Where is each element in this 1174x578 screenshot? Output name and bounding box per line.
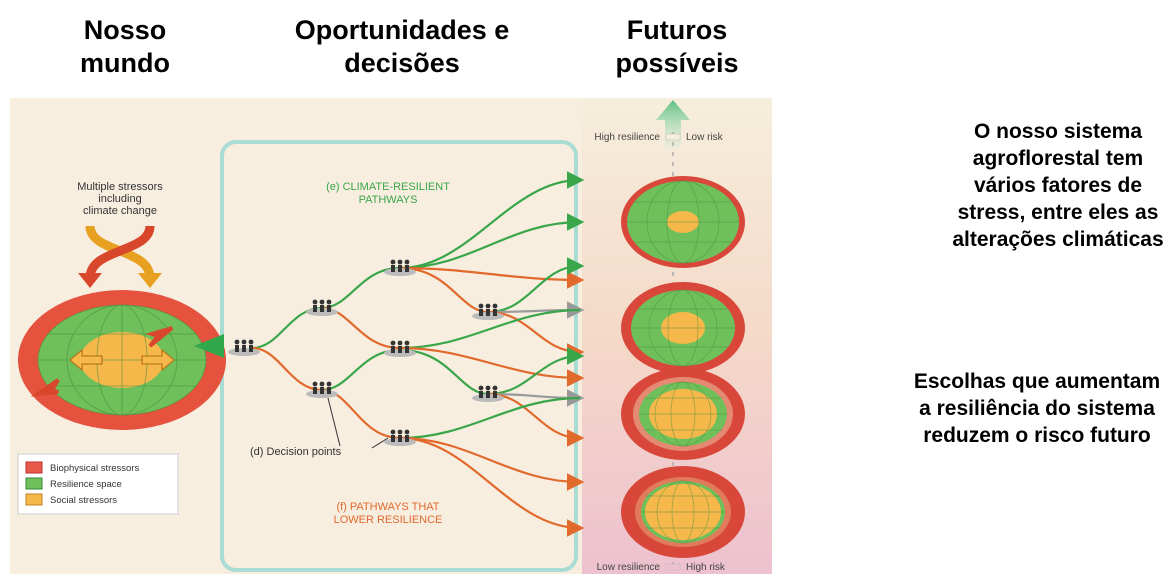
legend-swatch-resilience <box>25 477 43 490</box>
legend-label-social: Social stressors <box>50 495 117 506</box>
scale-bottom-left: Low resilience <box>597 562 661 573</box>
side-text-stressors: O nosso sistema agroflorestal tem vários… <box>952 120 1164 251</box>
column-title-our-world: Nosso mundo <box>80 15 170 78</box>
scale-top-right: Low risk <box>686 132 724 143</box>
decision-pointer-lines <box>327 397 389 449</box>
pathway-lines <box>251 171 585 537</box>
stressors-label-3: climate change <box>83 205 157 217</box>
future-globe-2 <box>621 282 745 374</box>
climate-resilient-label-1: (e) CLIMATE-RESILIENT <box>326 181 450 193</box>
stressors-label-2: including <box>98 193 141 205</box>
legend: Biophysical stressors Resilience space S… <box>17 453 179 515</box>
crossing-stressor-arrows <box>78 225 162 288</box>
up-arrow-icon <box>656 100 690 148</box>
legend-swatch-social <box>25 493 43 506</box>
lower-resilience-label-2: LOWER RESILIENCE <box>334 514 443 526</box>
future-globe-1 <box>621 176 745 268</box>
stressors-label-1: Multiple stressors <box>77 181 163 193</box>
resilience-pathways-figure: Multiple stressors including climate cha… <box>10 98 772 574</box>
scale-top-left: High resilience <box>594 132 660 143</box>
climate-resilient-label-2: PATHWAYS <box>359 194 418 206</box>
legend-label-biophysical: Biophysical stressors <box>50 463 139 474</box>
column-title-opportunities: Oportunidades e decisões <box>294 15 510 78</box>
start-pointer <box>194 334 224 358</box>
future-globe-3 <box>621 368 745 460</box>
future-globe-4 <box>621 466 745 558</box>
side-text-choices: Escolhas que aumentam a resiliência do s… <box>913 370 1161 447</box>
legend-swatch-biophysical <box>25 461 43 474</box>
lower-resilience-label-1: (f) PATHWAYS THAT <box>336 501 439 513</box>
legend-label-resilience: Resilience space <box>50 479 122 490</box>
decision-points-label: (d) Decision points <box>250 446 342 458</box>
column-title-futures: Futuros possíveis <box>615 15 739 78</box>
decision-nodes <box>228 259 504 446</box>
current-world-globe <box>18 290 226 430</box>
scale-bottom-right: High risk <box>686 562 726 573</box>
